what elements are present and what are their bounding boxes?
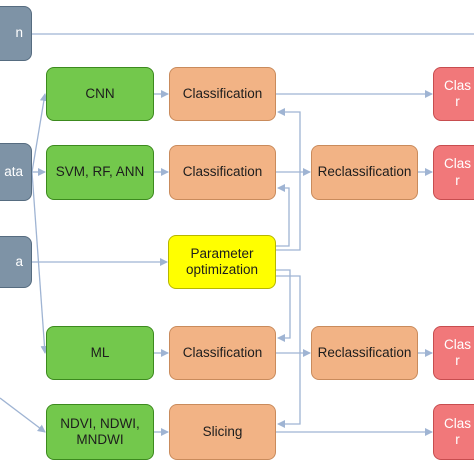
arrow-optimization-to-slicing [276, 275, 301, 428]
classification-box-3: Classification [169, 326, 276, 380]
result-box-3: Clas r [433, 326, 474, 380]
result-box-4: Clas r [433, 404, 474, 460]
model-ml: ML [46, 326, 154, 380]
classification-box-1: Classification [169, 67, 276, 121]
arrow-input2-to-cnn [31, 93, 48, 173]
result-box-2: Clas r [433, 145, 474, 200]
arrow-optimization-to-class1 [276, 108, 301, 251]
slicing-box: Slicing [169, 404, 276, 460]
arrow-optimization-to-class2 [276, 184, 290, 247]
input-box-1: n [0, 6, 32, 61]
arrow-optimization-to-class3 [276, 269, 291, 342]
input-box-3: a [0, 236, 32, 288]
input-box-2: ata [0, 143, 32, 201]
parameter-optimization-box: Parameter optimization [168, 235, 276, 289]
classification-box-2: Classification [169, 145, 276, 200]
model-cnn: CNN [46, 67, 154, 121]
model-indices: NDVI, NDWI, MNDWI [46, 404, 154, 460]
result-box-1: Clas r [433, 67, 474, 121]
model-svm-rf-ann: SVM, RF, ANN [46, 145, 154, 200]
arrow-bottom-to-ndvi [0, 397, 46, 433]
reclassification-box-1: Reclassification [311, 145, 418, 200]
reclassification-box-2: Reclassification [311, 326, 418, 380]
